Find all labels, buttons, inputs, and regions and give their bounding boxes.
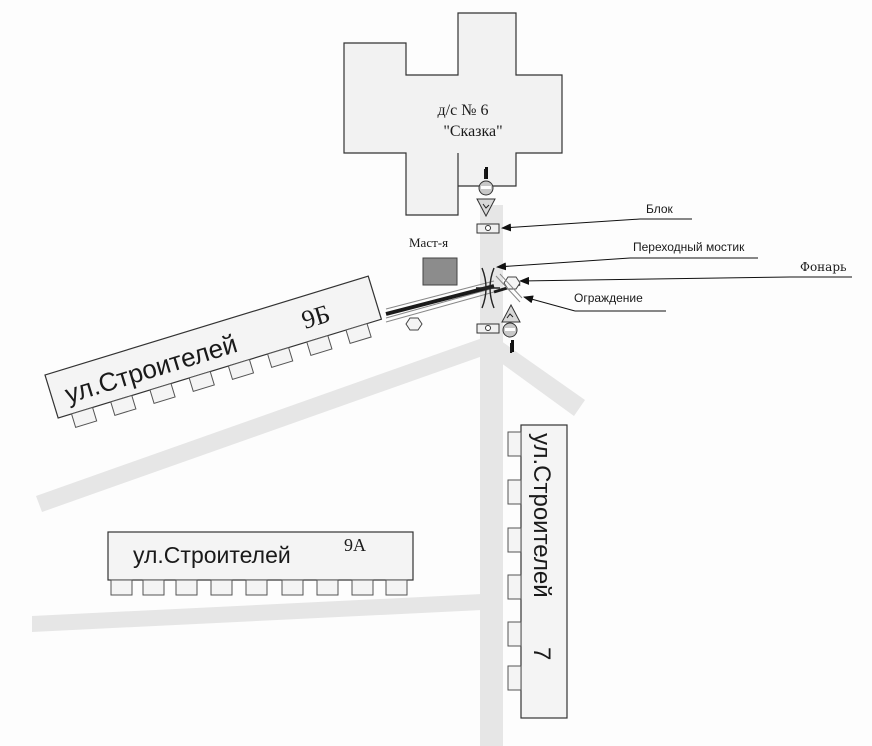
kindergarten-name: д/с № 6	[438, 102, 489, 119]
building-9a-body	[107, 531, 414, 581]
building-7-body	[520, 424, 568, 719]
signs-bottom	[476, 303, 521, 352]
pedestrian-bridge	[476, 267, 500, 309]
road-horizontal-bottom	[32, 594, 482, 632]
building-9a-street: ул.Строителей	[133, 542, 291, 568]
sign-post-mark	[485, 167, 488, 179]
building-9b-body	[44, 275, 383, 419]
building-9a-number: 9А	[344, 535, 366, 555]
workshop-label: Маст-я	[409, 235, 448, 250]
kindergarten-building	[343, 12, 563, 216]
callout-leaders	[496, 218, 852, 312]
building-7: ул.Строителей 7	[507, 424, 568, 719]
road-diagonal-left	[36, 336, 494, 512]
callout-labels: Блок Переходный мостик Фонарь Ограждение	[574, 202, 847, 305]
kindergarten-title: "Сказка"	[443, 123, 502, 140]
sign-top-mark: I	[483, 166, 487, 183]
workshop-building	[422, 257, 458, 286]
road-diagonal-right	[486, 336, 585, 416]
roadwork-warning-icon	[501, 303, 521, 323]
heating-pipe	[385, 284, 495, 316]
building-9b-entrances	[70, 322, 372, 428]
building-7-entrances	[507, 431, 522, 691]
signs-top	[476, 167, 500, 234]
lamp-icon	[503, 276, 521, 290]
lamp-icons	[405, 276, 521, 331]
sign-bottom-mark: I	[509, 340, 513, 357]
sign-post-mark	[511, 340, 514, 352]
roads	[32, 205, 585, 746]
callout-bridge: Переходный мостик	[633, 240, 745, 254]
building-7-street: ул.Строителей	[528, 433, 555, 598]
callout-lamp: Фонарь	[800, 260, 847, 274]
callout-block: Блок	[646, 202, 674, 216]
building-9a: ул.Строителей 9А	[107, 531, 414, 596]
building-9a-entrances	[110, 579, 408, 596]
callout-fence: Ограждение	[574, 291, 643, 305]
workshop: Маст-я	[409, 235, 458, 286]
lamp-icon	[405, 317, 423, 331]
fence	[495, 273, 523, 303]
kindergarten: д/с № 6 "Сказка"	[343, 12, 563, 216]
building-7-number: 7	[528, 647, 555, 660]
